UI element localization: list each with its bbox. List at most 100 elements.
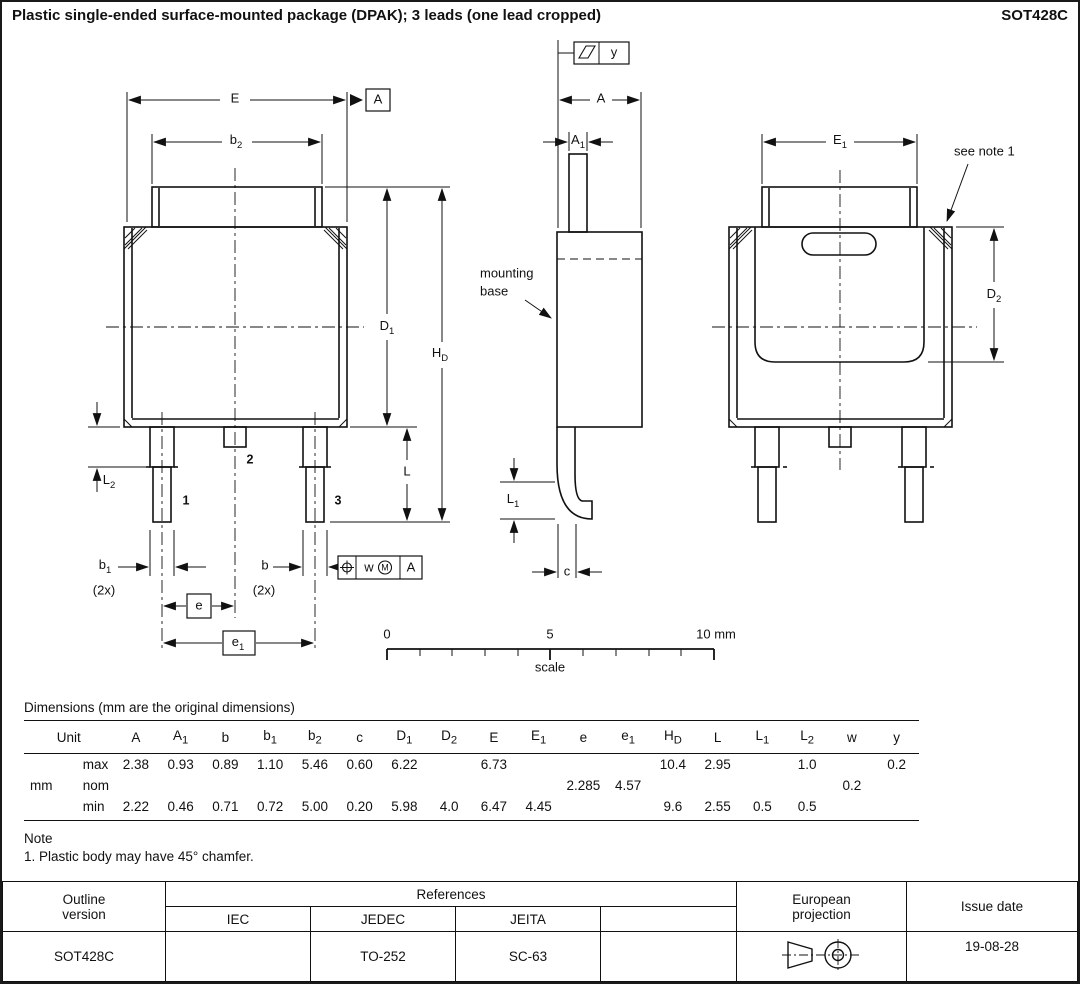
dim-value (651, 775, 696, 796)
dim-value (874, 775, 919, 796)
jeita-value: SC-63 (455, 931, 601, 982)
dim-value (114, 775, 159, 796)
front-centerlines (106, 168, 364, 652)
dim-col-b: b (203, 720, 248, 754)
dim-col-c: c (337, 720, 382, 754)
tolerance-w-label: w (363, 559, 374, 574)
dim-value: 4.45 (516, 795, 561, 821)
mounting-base-label-line2: base (480, 283, 508, 298)
dim-value: 0.71 (203, 795, 248, 821)
references-header: References (164, 881, 738, 907)
dim-col-e1: E1 (516, 720, 561, 754)
scale-label: scale (535, 659, 565, 674)
dim-value (203, 775, 248, 796)
note-item-1: 1. Plastic body may have 45° chamfer. (24, 848, 254, 864)
dim-label-L: L (403, 463, 410, 478)
dim-col-e: e (561, 720, 606, 754)
unit-cell (24, 753, 69, 775)
dim-label-b1-qty: (2x) (93, 582, 115, 597)
dim-col-w: w (829, 720, 875, 754)
dim-value (158, 775, 203, 796)
dim-label-e: e (195, 597, 202, 612)
dim-value (561, 795, 606, 821)
dim-col-y: y (874, 720, 919, 754)
dim-value (561, 753, 606, 775)
scale-tick-5: 5 (546, 626, 553, 641)
dim-value: 0.20 (337, 795, 382, 821)
outline-version-value: SOT428C (2, 931, 166, 982)
dim-e1-frame (222, 630, 256, 656)
dim-label-D1: D1 (380, 318, 395, 336)
dim-label-b1: b1 (99, 557, 112, 575)
dim-value: 0.46 (158, 795, 203, 821)
dim-value: 6.47 (471, 795, 517, 821)
dim-value (785, 775, 830, 796)
issue-date-value: 19-08-28 (906, 931, 1078, 982)
front-body-outline (123, 186, 348, 523)
limit-cell: nom (82, 777, 110, 793)
dim-value (874, 795, 919, 821)
dim-value (829, 795, 875, 821)
package-outline-drawing: E b2 A D1 HD L L2 b1 (2x) b (2x) e e1 1 … (88, 40, 1015, 674)
jeita-header: JEITA (455, 906, 601, 932)
limit-cell: max (82, 756, 109, 772)
references-extra-value (599, 931, 738, 982)
dim-label-L1: L1 (507, 491, 520, 509)
pin1-number: 1 (183, 493, 190, 507)
flatness-symbol-icon (578, 45, 596, 59)
see-note-label: see note 1 (954, 143, 1015, 158)
dim-value: 4.57 (614, 777, 642, 793)
dim-value: 2.38 (122, 756, 150, 772)
back-view: E1 see note 1 D2 (712, 132, 1015, 523)
unit-cell (24, 795, 69, 821)
note-heading: Note (24, 830, 53, 846)
dim-col-b2: b2 (292, 720, 338, 754)
dim-col-l: L (695, 720, 740, 754)
dim-value (382, 775, 427, 796)
dim-col-b1: b1 (247, 720, 293, 754)
dim-label-b: b (261, 557, 268, 572)
dim-value: 2.55 (695, 795, 740, 821)
dim-label-b2: b2 (230, 132, 243, 150)
tolerance-datum-label: A (407, 559, 416, 574)
note-section: Note 1. Plastic body may have 45° chamfe… (24, 830, 919, 866)
scale-tick-0: 0 (383, 626, 390, 641)
european-projection-header: European projection (736, 881, 908, 932)
package-code: SOT428C (1001, 7, 1068, 24)
dim-value (516, 775, 561, 796)
dim-value: 5.00 (292, 795, 338, 821)
flag-y-label: y (611, 44, 618, 59)
dim-col-l2: L2 (784, 720, 830, 754)
dim-label-A1: A1 (571, 132, 585, 150)
dim-value (740, 775, 785, 796)
tolerance-m-label: M (381, 562, 389, 572)
dim-value (516, 753, 561, 775)
dim-value (695, 775, 740, 796)
dim-value: 0.2 (842, 777, 862, 793)
pin2-cropped-lead (223, 426, 247, 448)
dim-value: 0.72 (247, 795, 293, 821)
dim-value: 10.4 (659, 756, 687, 772)
dim-value (830, 753, 875, 775)
side-view: y A A1 mounting base L1 c 0 5 10 mm scal… (383, 40, 736, 674)
dim-col-l1: L1 (740, 720, 785, 754)
dim-value: 0.5 (784, 795, 830, 821)
dim-value (427, 753, 472, 775)
dim-value: 2.22 (113, 795, 159, 821)
pin2-number: 2 (247, 452, 254, 466)
jedec-value: TO-252 (310, 931, 456, 982)
dim-value (740, 753, 785, 775)
dim-value: 2.95 (704, 756, 731, 772)
dim-col-a: A (113, 720, 159, 754)
side-dimensions (386, 40, 715, 660)
dim-col-e: E (471, 720, 517, 754)
dim-value (605, 795, 651, 821)
jedec-header: JEDEC (310, 906, 456, 932)
dim-value: 5.46 (301, 756, 329, 772)
dim-value (248, 775, 293, 796)
dim-value: 9.6 (650, 795, 696, 821)
